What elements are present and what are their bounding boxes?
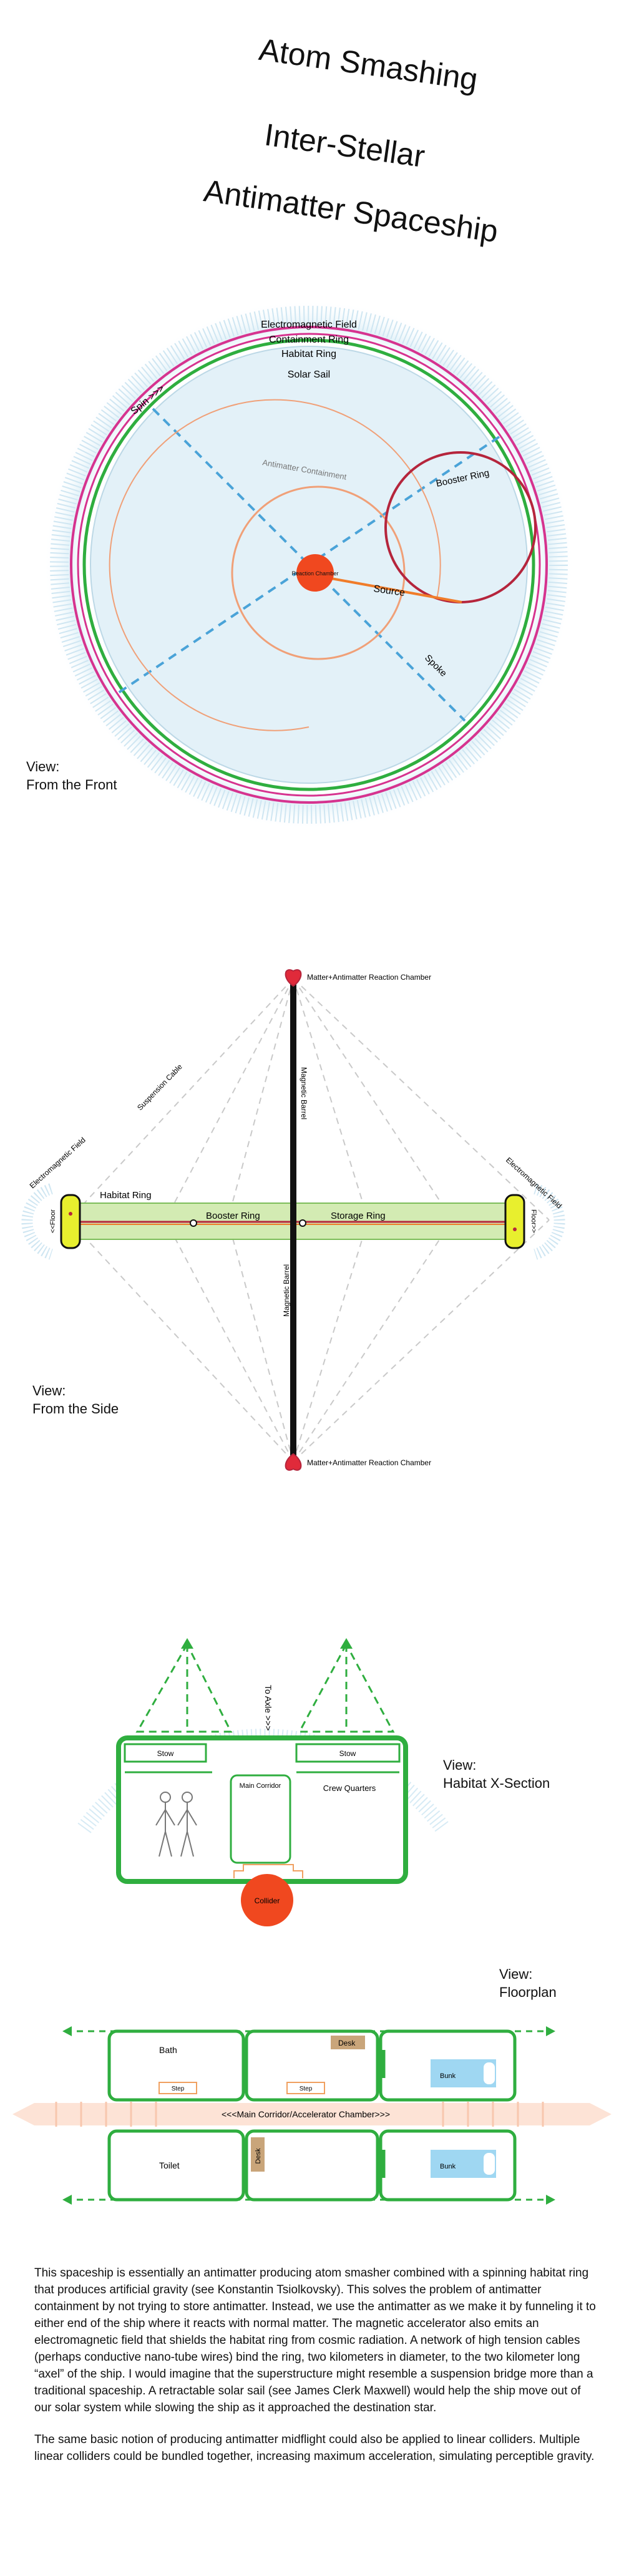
stow-right bbox=[295, 1743, 401, 1763]
main-corridor bbox=[230, 1774, 291, 1864]
description-paragraph-2: The same basic notion of producing antim… bbox=[34, 2432, 595, 2463]
label-stow-right: Stow bbox=[339, 1749, 356, 1758]
spoke-line-1 bbox=[152, 407, 466, 722]
radiation-dashes bbox=[50, 306, 568, 824]
label-em-field-left: Electromagnetic Field bbox=[28, 1136, 87, 1191]
step-right bbox=[286, 2082, 325, 2094]
label-reaction-chamber: Reaction Chamber bbox=[291, 570, 338, 577]
description-paragraph-1: This spaceship is essentially an antimat… bbox=[34, 2266, 596, 2414]
room-toilet bbox=[107, 2129, 245, 2202]
collider bbox=[241, 1874, 293, 1926]
label-corridor: <<<Main Corridor/Accelerator Chamber>>> bbox=[222, 2109, 390, 2119]
label-step-left: Step bbox=[172, 2086, 185, 2092]
label-bunk-top: Bunk bbox=[440, 2072, 456, 2080]
habitat-label-line1: View: bbox=[443, 1757, 477, 1773]
habitat-label-line2: Habitat X-Section bbox=[443, 1775, 550, 1791]
side-view-label-line2: From the Side bbox=[32, 1400, 119, 1417]
floorplan: Bath Desk Step Step Bunk <<<Main Corrido… bbox=[12, 2026, 612, 2205]
em-field-arc-right bbox=[533, 1183, 565, 1260]
desk-top bbox=[331, 2036, 365, 2049]
axle-frame bbox=[135, 1642, 395, 1733]
front-view: Electromagnetic Field Containment Ring H… bbox=[44, 300, 574, 830]
booster-node-right bbox=[299, 1219, 306, 1227]
corridor-ticks bbox=[55, 2102, 544, 2127]
label-desk-bottom: Desk bbox=[255, 2148, 262, 2164]
reaction-chamber bbox=[296, 554, 334, 592]
label-floor-left: <<Floor bbox=[49, 1209, 57, 1233]
label-stow-left: Stow bbox=[157, 1749, 174, 1758]
label-habitat-ring: Habitat Ring bbox=[100, 1190, 152, 1201]
label-magnetic-barrel-top: Magnetic Barrel bbox=[300, 1067, 308, 1120]
reaction-chamber-bottom bbox=[285, 1453, 302, 1471]
desk-bottom bbox=[251, 2137, 265, 2172]
source-line bbox=[324, 576, 462, 603]
suspension-cables bbox=[68, 978, 550, 1462]
label-chamber-bottom: Matter+Antimatter Reaction Chamber bbox=[307, 1458, 431, 1467]
electromagnetic-field-ring bbox=[70, 326, 548, 804]
containment-ring bbox=[77, 333, 541, 797]
corridor-arrow-band bbox=[12, 2103, 612, 2125]
label-habitat-ring: Habitat Ring bbox=[281, 349, 336, 359]
up-arrow-left bbox=[181, 1638, 193, 1649]
title-line-3: Antimatter Spaceship bbox=[202, 173, 500, 249]
label-desk-top: Desk bbox=[338, 2039, 356, 2047]
label-chamber-top: Matter+Antimatter Reaction Chamber bbox=[307, 973, 431, 982]
label-floor-right: Floor>> bbox=[530, 1209, 537, 1233]
label-bunk-bottom: Bunk bbox=[440, 2163, 456, 2170]
booster-node-left bbox=[190, 1219, 197, 1227]
label-containment-ring: Containment Ring bbox=[269, 334, 349, 345]
label-toilet: Toilet bbox=[159, 2160, 180, 2170]
room-quarters-bottom bbox=[245, 2129, 379, 2202]
inner-containment-ring bbox=[231, 485, 406, 660]
floorplan-label-line1: View: bbox=[499, 1966, 533, 1982]
label-em-field: Electromagnetic Field bbox=[261, 320, 357, 330]
description: This spaceship is essentially an antimat… bbox=[34, 2265, 599, 2481]
up-arrow-right bbox=[340, 1638, 353, 1649]
front-view-label: View: From the Front bbox=[26, 758, 117, 794]
label-storage-ring: Storage Ring bbox=[331, 1211, 386, 1221]
title-line-1: Atom Smashing bbox=[257, 32, 480, 97]
front-view-label-line2: From the Front bbox=[26, 776, 117, 793]
label-bath: Bath bbox=[159, 2045, 177, 2055]
room-bath bbox=[107, 2029, 245, 2102]
habitat-section-label: View: Habitat X-Section bbox=[443, 1757, 550, 1792]
front-view-label-line1: View: bbox=[26, 759, 60, 774]
side-view-label: View: From the Side bbox=[32, 1382, 119, 1418]
label-to-axle: To Axle >>> bbox=[263, 1685, 273, 1731]
label-source: Source bbox=[373, 583, 406, 598]
solar-sail-rim bbox=[90, 346, 528, 784]
label-main-corridor: Main Corridor bbox=[240, 1782, 281, 1790]
habitat-section: To Axle >>> Stow Stow Main Corridor Crew… bbox=[77, 1638, 450, 1926]
habitat-cap-right bbox=[504, 1194, 525, 1249]
crew-figures bbox=[155, 1792, 197, 1857]
em-field-arc-left bbox=[21, 1183, 54, 1260]
title-block: Atom Smashing Inter-Stellar Antimatter S… bbox=[202, 32, 500, 249]
habitat-ring bbox=[82, 338, 535, 791]
side-view-label-line1: View: bbox=[32, 1383, 66, 1398]
antimatter-containment-arc bbox=[109, 399, 441, 731]
label-step-right: Step bbox=[300, 2086, 313, 2092]
label-magnetic-barrel-bottom: Magnetic Barrel bbox=[282, 1264, 291, 1317]
floorplan-label-line2: Floorplan bbox=[499, 1984, 557, 2000]
habitat-cap-left bbox=[60, 1194, 81, 1249]
stow-left bbox=[124, 1743, 207, 1763]
label-booster-ring: Booster Ring bbox=[206, 1211, 260, 1221]
floorplan-label: View: Floorplan bbox=[499, 1966, 557, 2001]
label-crew-quarters: Crew Quarters bbox=[323, 1783, 376, 1793]
step-left bbox=[158, 2082, 197, 2094]
title-line-2: Inter-Stellar bbox=[263, 117, 427, 173]
label-solar-sail: Solar Sail bbox=[288, 369, 330, 380]
label-collider: Collider bbox=[255, 1896, 280, 1905]
collider-base bbox=[233, 1864, 303, 1878]
reaction-chamber-top bbox=[285, 969, 302, 987]
